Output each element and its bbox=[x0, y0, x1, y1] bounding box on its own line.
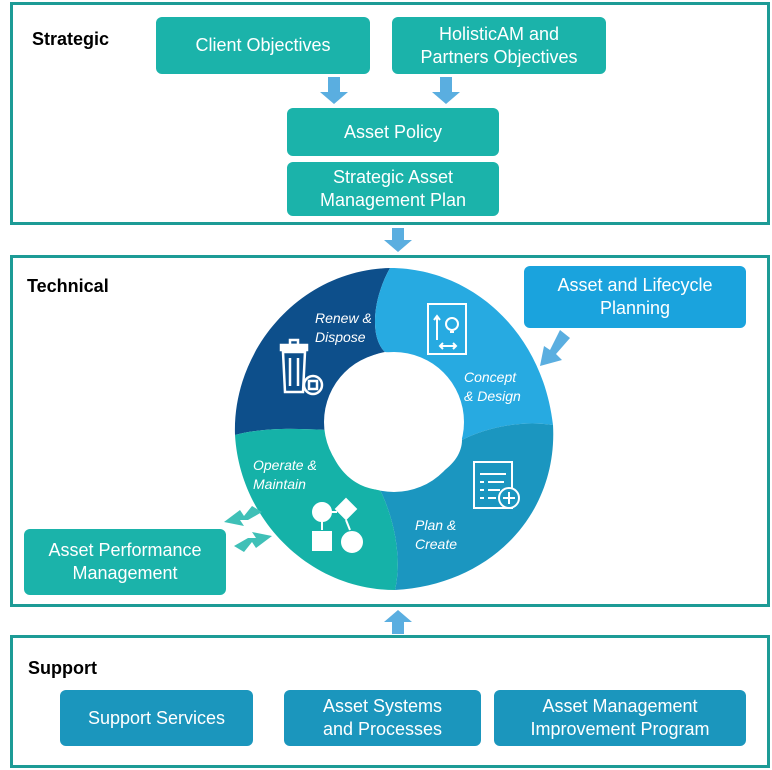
lifecycle-ring bbox=[234, 268, 554, 590]
strategic-title: Strategic bbox=[32, 29, 110, 49]
renew-dispose-line1: Renew & bbox=[315, 310, 372, 326]
asset-policy-box: Asset Policy bbox=[287, 108, 499, 156]
operate-maintain-line2: Maintain bbox=[253, 476, 306, 492]
partners-objectives-line1: HolisticAM and bbox=[438, 23, 560, 44]
renew-dispose-line2: Dispose bbox=[315, 329, 366, 345]
samp-box: Strategic Asset Management Plan bbox=[287, 162, 499, 216]
technical-title: Technical bbox=[27, 276, 109, 296]
partners-objectives-line2: Partners Objectives bbox=[420, 46, 578, 67]
concept-design-label: Concept & Design bbox=[464, 368, 521, 406]
plan-create-line2: Create bbox=[415, 536, 458, 552]
asset-lifecycle-planning-box: Asset and Lifecycle Planning bbox=[524, 266, 746, 328]
client-objectives-box: Client Objectives bbox=[156, 17, 370, 74]
concept-design-line2: & Design bbox=[464, 388, 521, 404]
asset-performance-management-line2: Management bbox=[72, 563, 178, 583]
trash-bin-icon bbox=[279, 338, 324, 396]
operate-maintain-label: Operate & Maintain bbox=[253, 456, 317, 494]
samp-line1: Strategic Asset bbox=[332, 167, 454, 187]
arrow-partners-to-policy bbox=[432, 77, 460, 104]
checklist-add-icon bbox=[473, 461, 520, 509]
asset-systems-line2: and Processes bbox=[322, 719, 443, 739]
asset-lifecycle-planning-line1: Asset and Lifecycle bbox=[557, 275, 713, 295]
arrow-strategic-to-technical bbox=[384, 228, 412, 252]
arrow-support-to-technical bbox=[384, 610, 412, 634]
partners-objectives-box: HolisticAM and Partners Objectives bbox=[392, 17, 606, 74]
lightbulb-document-icon bbox=[427, 303, 467, 355]
plan-create-line1: Plan & bbox=[415, 517, 457, 533]
improvement-program-line1: Asset Management bbox=[542, 696, 698, 716]
asset-performance-management-line1: Asset Performance bbox=[48, 540, 202, 560]
asset-policy-label: Asset Policy bbox=[343, 121, 443, 142]
asset-systems-box: Asset Systems and Processes bbox=[284, 690, 481, 746]
concept-design-line1: Concept bbox=[464, 369, 517, 385]
support-title: Support bbox=[28, 658, 97, 678]
arrow-client-to-policy bbox=[320, 77, 348, 104]
segment-plan-create bbox=[380, 423, 554, 590]
operate-maintain-line1: Operate & bbox=[253, 457, 317, 473]
plan-create-label: Plan & Create bbox=[415, 516, 457, 554]
samp-line2: Management Plan bbox=[319, 190, 467, 210]
support-services-box: Support Services bbox=[60, 690, 253, 746]
improvement-program-line2: Improvement Program bbox=[530, 719, 710, 739]
client-objectives-label: Client Objectives bbox=[195, 35, 331, 55]
improvement-program-box: Asset Management Improvement Program bbox=[494, 690, 746, 746]
asset-lifecycle-planning-line2: Planning bbox=[599, 298, 671, 318]
ring-center bbox=[324, 352, 464, 492]
arrow-planning-to-cycle bbox=[540, 330, 570, 366]
asset-performance-management-box: Asset Performance Management bbox=[24, 529, 226, 595]
process-flow-icon bbox=[312, 497, 363, 553]
support-services-label: Support Services bbox=[87, 707, 226, 728]
renew-dispose-label: Renew & Dispose bbox=[315, 309, 372, 347]
arrow-performance-exchange bbox=[224, 506, 272, 552]
segment-renew-dispose bbox=[234, 268, 390, 435]
asset-systems-line1: Asset Systems bbox=[322, 696, 443, 716]
